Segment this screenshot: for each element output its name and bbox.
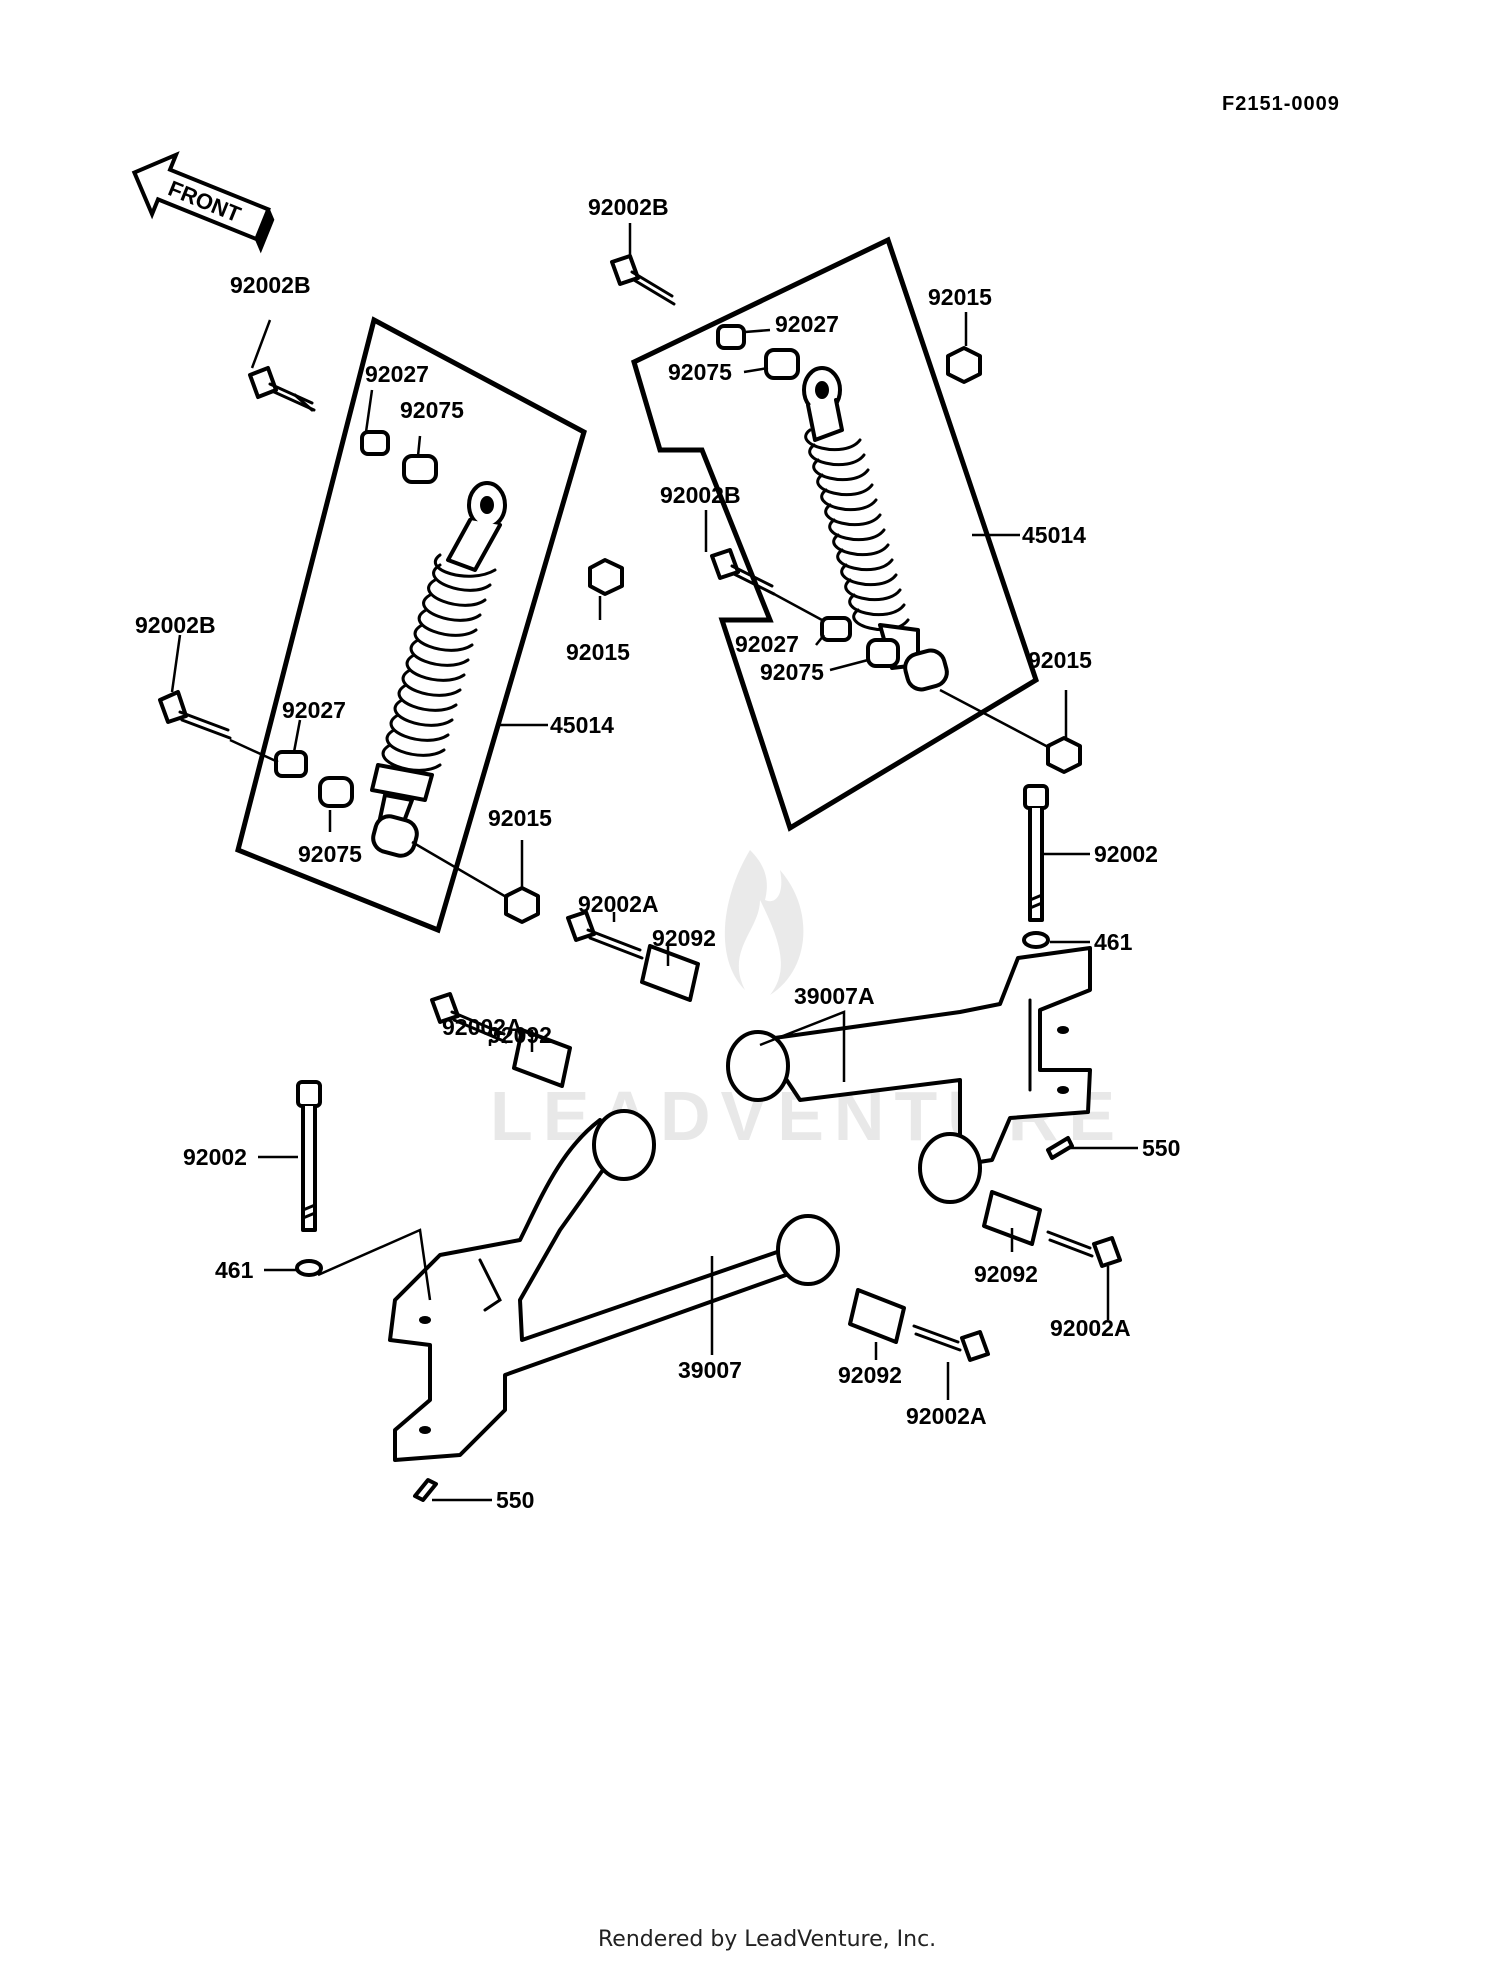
- label-92027-left-top: 92027: [365, 361, 429, 387]
- a-arm-icon: [388, 1109, 840, 1462]
- callout-leaders: [170, 223, 1138, 1502]
- bolt-icon: [430, 992, 508, 1044]
- shock-absorber-icon: [370, 481, 507, 858]
- label-461-right: 461: [1094, 929, 1133, 955]
- label-550-right: 550: [1142, 1135, 1180, 1161]
- label-92015-left-bottom: 92015: [488, 805, 552, 831]
- nut-icon: [946, 346, 982, 384]
- spring-coils: [381, 563, 492, 772]
- label-92075-left-bottom: 92075: [298, 841, 362, 867]
- label-92002-right: 92002: [1094, 841, 1158, 867]
- bushing-icon: [640, 944, 700, 1002]
- bolt-icon: [1023, 784, 1049, 922]
- bolt-icon: [296, 1080, 322, 1232]
- label-92027-right-top: 92027: [775, 311, 839, 337]
- label-45014-left: 45014: [550, 712, 614, 738]
- label-92027-left-bottom: 92027: [282, 697, 346, 723]
- label-92075-left-top: 92075: [400, 397, 464, 423]
- footer-credit: Rendered by LeadVenture, Inc.: [598, 1927, 936, 1952]
- bolt-icon: [566, 910, 644, 960]
- cotter-pin-icon: [413, 1478, 438, 1502]
- label-550-left: 550: [496, 1487, 534, 1513]
- right-shock-group: [610, 236, 1082, 832]
- nut-icon: [588, 558, 624, 596]
- label-39007: 39007: [678, 1357, 742, 1383]
- nut-icon: [504, 886, 540, 924]
- label-39007A: 39007A: [794, 983, 875, 1009]
- label-92092-lower-center: 92092: [838, 1362, 902, 1388]
- label-92092-lower-right: 92092: [974, 1261, 1038, 1287]
- label-92015-right-bottom: 92015: [1028, 647, 1092, 673]
- bolt-icon: [1046, 1230, 1122, 1268]
- label-92002A-lower-center: 92002A: [906, 1403, 987, 1429]
- bolt-icon: [158, 690, 232, 740]
- bushing-icon: [360, 430, 438, 484]
- diagram-code: F2151-0009: [1222, 93, 1340, 115]
- label-92002A-upper-1: 92002A: [578, 891, 659, 917]
- bolt-icon: [710, 548, 776, 596]
- a-arm-icon: [726, 946, 1092, 1204]
- label-92002B-left-bottom: 92002B: [135, 612, 216, 638]
- label-92002A-lower-right: 92002A: [1050, 1315, 1131, 1341]
- label-92002A-upper-2: 92002A: [442, 1014, 523, 1040]
- callout-labels: 92002B 92027 92075 92015 45014 92002B 92…: [135, 194, 1180, 1513]
- bushing-icon: [512, 1028, 572, 1088]
- label-92002B-right-mid: 92002B: [660, 482, 741, 508]
- front-arrow-icon: FRONT: [131, 151, 275, 254]
- label-92075-right-bottom: 92075: [760, 659, 824, 685]
- label-92092-upper-1: 92092: [652, 925, 716, 951]
- bushing-icon: [274, 750, 354, 808]
- bushing-icon: [982, 1190, 1042, 1246]
- bushing-icon: [820, 616, 900, 668]
- label-92002-left: 92002: [183, 1144, 247, 1170]
- bolt-icon: [912, 1324, 990, 1362]
- label-92002B-left-top: 92002B: [230, 272, 311, 298]
- washer-icon: [295, 1259, 323, 1277]
- watermark-flame-icon: [724, 850, 804, 995]
- label-92002B-top: 92002B: [588, 194, 669, 220]
- cotter-pin-icon: [1046, 1136, 1074, 1160]
- label-92075-right-top: 92075: [668, 359, 732, 385]
- washer-icon: [1022, 931, 1050, 949]
- nut-icon: [1046, 736, 1082, 774]
- bolt-icon: [248, 366, 316, 412]
- spring-coils: [804, 428, 910, 632]
- label-461-left: 461: [215, 1257, 254, 1283]
- label-92092-upper-2: 92092: [488, 1022, 552, 1048]
- left-shock-group: [158, 316, 587, 934]
- label-45014-right: 45014: [1022, 522, 1086, 548]
- bushing-icon: [716, 324, 800, 380]
- label-92027-right-bottom: 92027: [735, 631, 799, 657]
- bolt-icon: [610, 254, 676, 306]
- label-92015-right-top: 92015: [928, 284, 992, 310]
- bushing-icon: [848, 1288, 906, 1344]
- label-92015-center: 92015: [566, 639, 630, 665]
